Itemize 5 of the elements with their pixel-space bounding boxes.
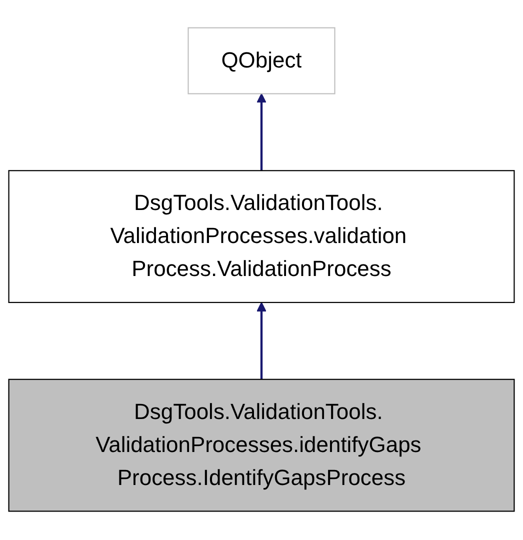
node-box: QObject [188, 28, 336, 95]
node-box: DsgTools.ValidationTools. ValidationProcesses.validation Process.ValidationProcess [8, 170, 515, 304]
node-box: DsgTools.ValidationTools. ValidationProcesses.identifyGaps Process.IdentifyGapsProcess [8, 379, 515, 512]
arrow [256, 94, 266, 172]
arrow [256, 302, 266, 380]
